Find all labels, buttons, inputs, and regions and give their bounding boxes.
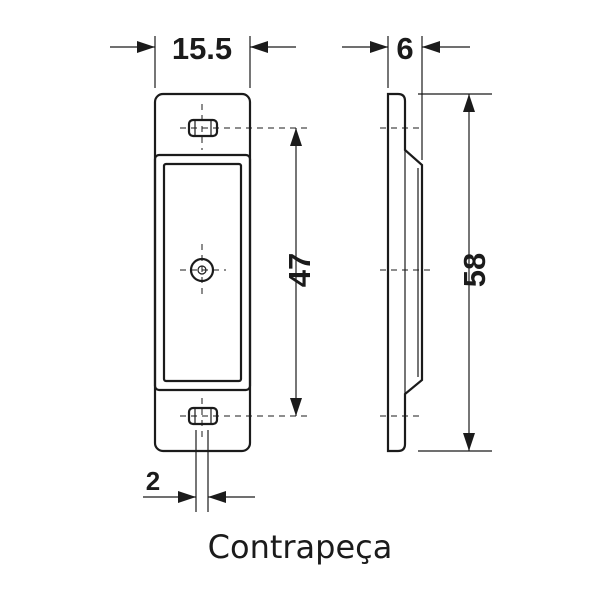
thickness-dimension: 6 bbox=[342, 31, 470, 160]
width-dimension: 15.5 bbox=[110, 31, 296, 88]
thickness-dimension-label: 6 bbox=[396, 31, 413, 66]
offset-dimension: 2 bbox=[143, 430, 255, 512]
side-view bbox=[380, 92, 435, 453]
front-view bbox=[153, 92, 310, 453]
caption: Contrapeça bbox=[208, 528, 393, 566]
height-dimension-label: 58 bbox=[457, 253, 492, 287]
offset-dimension-label: 2 bbox=[146, 466, 160, 496]
front-recess-inner bbox=[162, 162, 243, 383]
side-profile-outline bbox=[386, 92, 424, 453]
front-plate-outline bbox=[153, 92, 252, 453]
front-recess-outline bbox=[153, 153, 252, 392]
hole-spacing-dimension: 47 bbox=[282, 128, 317, 416]
width-dimension-label: 15.5 bbox=[172, 31, 232, 66]
height-dimension: 58 bbox=[418, 93, 492, 452]
hole-spacing-label: 47 bbox=[282, 253, 317, 287]
